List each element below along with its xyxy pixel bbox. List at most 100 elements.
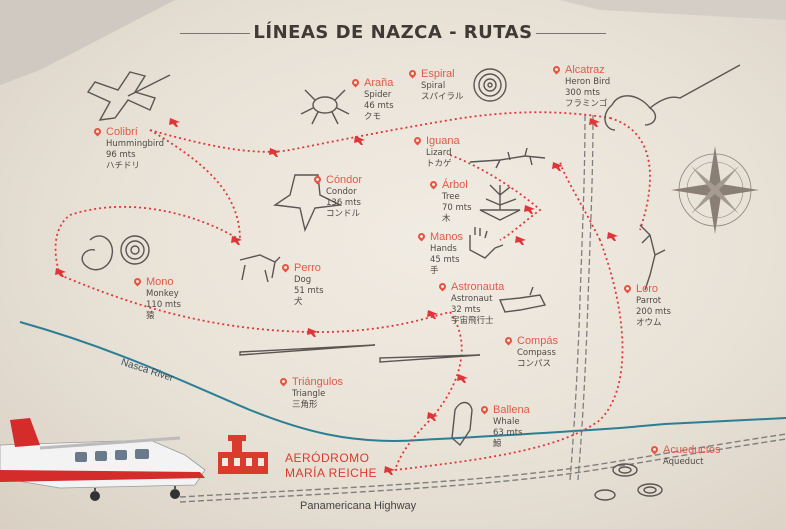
cessna-aircraft (0, 418, 206, 501)
site-distance: 136 mts (326, 198, 361, 208)
airport-label-line1: AERÓDROMO (285, 451, 370, 465)
hands-glyph (469, 227, 504, 259)
site-japanese: 手 (430, 266, 439, 276)
airplane-icon-11 (384, 466, 395, 475)
site-label-compas[interactable]: Compás Compass コンパス (517, 335, 558, 370)
site-english: Condor (326, 187, 357, 197)
site-english: Heron Bird (565, 77, 611, 87)
site-distance: 110 mts (146, 300, 181, 310)
site-distance: 32 mts (451, 305, 481, 315)
site-label-triangulos[interactable]: Triángulos Triangle 三角形 (292, 376, 343, 411)
site-label-perro[interactable]: Perro Dog 51 mts 犬 (294, 262, 324, 308)
site-english: Aqueduct (663, 457, 704, 467)
condor-glyph (273, 174, 343, 233)
site-label-condor[interactable]: Cóndor Condor 136 mts コンドル (326, 174, 362, 220)
airport-building-icon (218, 435, 268, 474)
site-japanese: トカゲ (426, 159, 452, 169)
site-label-manos[interactable]: Manos Hands 45 mts 手 (430, 231, 463, 277)
flight-routes (54, 111, 651, 471)
heron-glyph (604, 64, 741, 131)
airplane-icon-3 (354, 136, 365, 145)
site-label-acueductos[interactable]: Acueductos Aqueduct (663, 444, 720, 468)
spiral-glyph (473, 68, 507, 102)
airplane-icon-1 (169, 118, 180, 127)
monkey-glyph (81, 235, 150, 271)
airport-label[interactable]: AERÓDROMO MARÍA REICHE (285, 451, 377, 481)
site-english: Hummingbird (106, 139, 164, 149)
site-distance: 70 mts (442, 203, 472, 213)
site-label-mono[interactable]: Mono Monkey 110 mts 猿 (146, 276, 181, 322)
iguana-glyph (469, 147, 546, 169)
site-japanese: コンパス (517, 359, 552, 369)
astronaut-glyph (498, 286, 547, 313)
site-english: Lizard (426, 148, 452, 158)
site-label-loro[interactable]: Loro Parrot 200 mts オウム (636, 283, 671, 329)
site-english: Spider (364, 90, 392, 100)
airplane-icon-12 (552, 162, 563, 171)
site-distance: 96 mts (106, 150, 136, 160)
title-rule-left (180, 33, 250, 34)
airplane-icon-9 (457, 374, 468, 383)
corner-shade-top-right (560, 0, 786, 20)
site-name: Árbol (442, 179, 468, 191)
nasca-river-line (19, 321, 786, 442)
site-name: Cóndor (326, 174, 363, 186)
site-label-espiral[interactable]: Espiral Spiral スパイラル (421, 68, 464, 103)
site-japanese: 鯨 (493, 439, 502, 449)
site-english: Astronaut (451, 294, 493, 304)
site-distance: 300 mts (565, 88, 600, 98)
site-english: Spiral (421, 81, 446, 91)
site-name: Espiral (421, 68, 455, 80)
airplane-icon-15 (607, 232, 618, 241)
site-japanese: スパイラル (421, 92, 464, 102)
site-distance: 51 mts (294, 286, 324, 296)
site-label-astronauta[interactable]: Astronauta Astronaut 32 mts 宇宙飛行士 (451, 281, 504, 327)
site-name: Triángulos (292, 376, 343, 388)
compass-rose-icon (671, 146, 759, 234)
site-japanese: 犬 (294, 297, 303, 307)
site-japanese: フラミンゴ (565, 99, 608, 109)
corner-shade-top-left (0, 0, 175, 85)
site-name: Compás (517, 335, 558, 347)
spider-glyph (300, 89, 350, 125)
site-japanese: 三角形 (292, 400, 318, 410)
highway-line-2 (179, 438, 786, 503)
site-distance: 63 mts (493, 428, 523, 438)
road-line-2 (577, 114, 594, 481)
site-distance: 200 mts (636, 307, 671, 317)
site-japanese: 木 (442, 214, 451, 224)
site-english: Compass (517, 348, 556, 358)
site-label-ballena[interactable]: Ballena Whale 63 mts 鯨 (493, 404, 530, 450)
airplane-icon-6 (55, 268, 66, 277)
airport-label-line2: MARÍA REICHE (285, 466, 378, 480)
site-name: Manos (430, 231, 464, 243)
site-distance: 46 mts (364, 101, 394, 111)
site-name: Ballena (493, 404, 530, 416)
site-name: Iguana (426, 135, 460, 147)
site-english: Whale (493, 417, 520, 427)
airplane-icon-5 (231, 236, 242, 245)
site-label-arbol[interactable]: Árbol Tree 70 mts 木 (442, 179, 472, 225)
site-english: Monkey (146, 289, 179, 299)
site-name: Mono (146, 276, 174, 288)
triangles-glyph (239, 344, 481, 363)
site-distance: 45 mts (430, 255, 460, 265)
dog-glyph (239, 254, 281, 283)
site-label-colibri[interactable]: Colibrí Hummingbird 96 mts ハチドリ (106, 126, 164, 172)
airplane-icon-13 (524, 205, 535, 214)
site-name: Perro (294, 262, 321, 274)
site-english: Triangle (292, 389, 326, 399)
highway-label: Panamericana Highway (300, 500, 417, 512)
site-label-alcatraz[interactable]: Alcatraz Heron Bird 300 mts フラミンゴ (565, 64, 610, 110)
aqueduct-glyph (594, 463, 663, 501)
hummingbird-glyph (86, 71, 171, 121)
site-label-arana[interactable]: Araña Spider 46 mts クモ (364, 77, 394, 123)
whale-glyph (451, 401, 473, 447)
site-english: Tree (442, 192, 460, 202)
site-name: Acueductos (663, 444, 721, 456)
site-label-iguana[interactable]: Iguana Lizard トカゲ (426, 135, 460, 170)
site-japanese: クモ (364, 112, 382, 122)
airplane-icon-4 (589, 118, 600, 127)
